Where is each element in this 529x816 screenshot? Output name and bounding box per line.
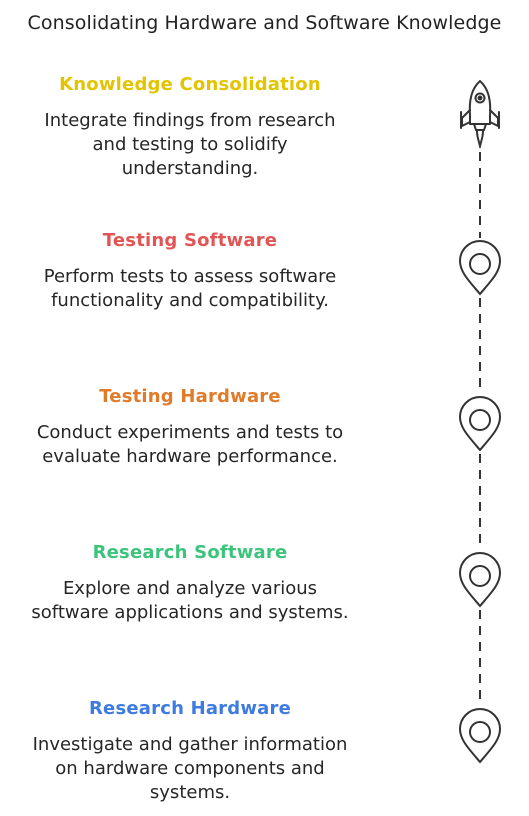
stage-description-line: software applications and systems.	[31, 602, 349, 623]
stage-heading: Testing Software	[102, 230, 278, 251]
stage-description-line: evaluate hardware performance.	[42, 446, 338, 467]
map-pin-icon	[458, 708, 502, 764]
stage-description-line: and testing to solidify	[92, 134, 288, 155]
stage-description-line: functionality and compatibility.	[51, 290, 329, 311]
stage-heading: Research Hardware	[89, 698, 291, 719]
stage-description-line: Conduct experiments and tests to	[36, 422, 344, 443]
stage-description: Perform tests to assess software functio…	[0, 265, 380, 313]
stage-description: Conduct experiments and tests to evaluat…	[0, 421, 380, 469]
map-pin-icon	[458, 552, 502, 608]
stage-heading: Testing Hardware	[99, 386, 281, 407]
stage-testing-hardware: Testing Hardware Conduct experiments and…	[0, 385, 380, 469]
stage-heading: Research Software	[92, 542, 288, 563]
stage-research-software: Research Software Explore and analyze va…	[0, 541, 380, 625]
map-pin-icon	[458, 396, 502, 452]
stage-description-line: Explore and analyze various	[62, 578, 318, 599]
stage-description-line: Perform tests to assess software	[43, 266, 337, 287]
stage-heading: Knowledge Consolidation	[59, 74, 321, 95]
rocket-icon	[460, 80, 500, 148]
stage-description: Integrate findings from research and tes…	[0, 109, 380, 181]
stage-description: Explore and analyze various software app…	[0, 577, 380, 625]
stage-testing-software: Testing Software Perform tests to assess…	[0, 229, 380, 313]
stage-knowledge-consolidation: Knowledge Consolidation Integrate findin…	[0, 73, 380, 181]
map-pin-icon	[458, 240, 502, 296]
stage-description-line: Investigate and gather information	[32, 734, 348, 755]
diagram-title: Consolidating Hardware and Software Know…	[27, 12, 502, 34]
stage-description-line: Integrate findings from research	[44, 110, 336, 131]
stage-description: Investigate and gather information on ha…	[0, 733, 380, 805]
stage-description-line: systems.	[149, 782, 231, 803]
stage-research-hardware: Research Hardware Investigate and gather…	[0, 697, 380, 805]
stage-description-line: on hardware components and	[55, 758, 325, 779]
stage-description-line: understanding.	[121, 158, 259, 179]
